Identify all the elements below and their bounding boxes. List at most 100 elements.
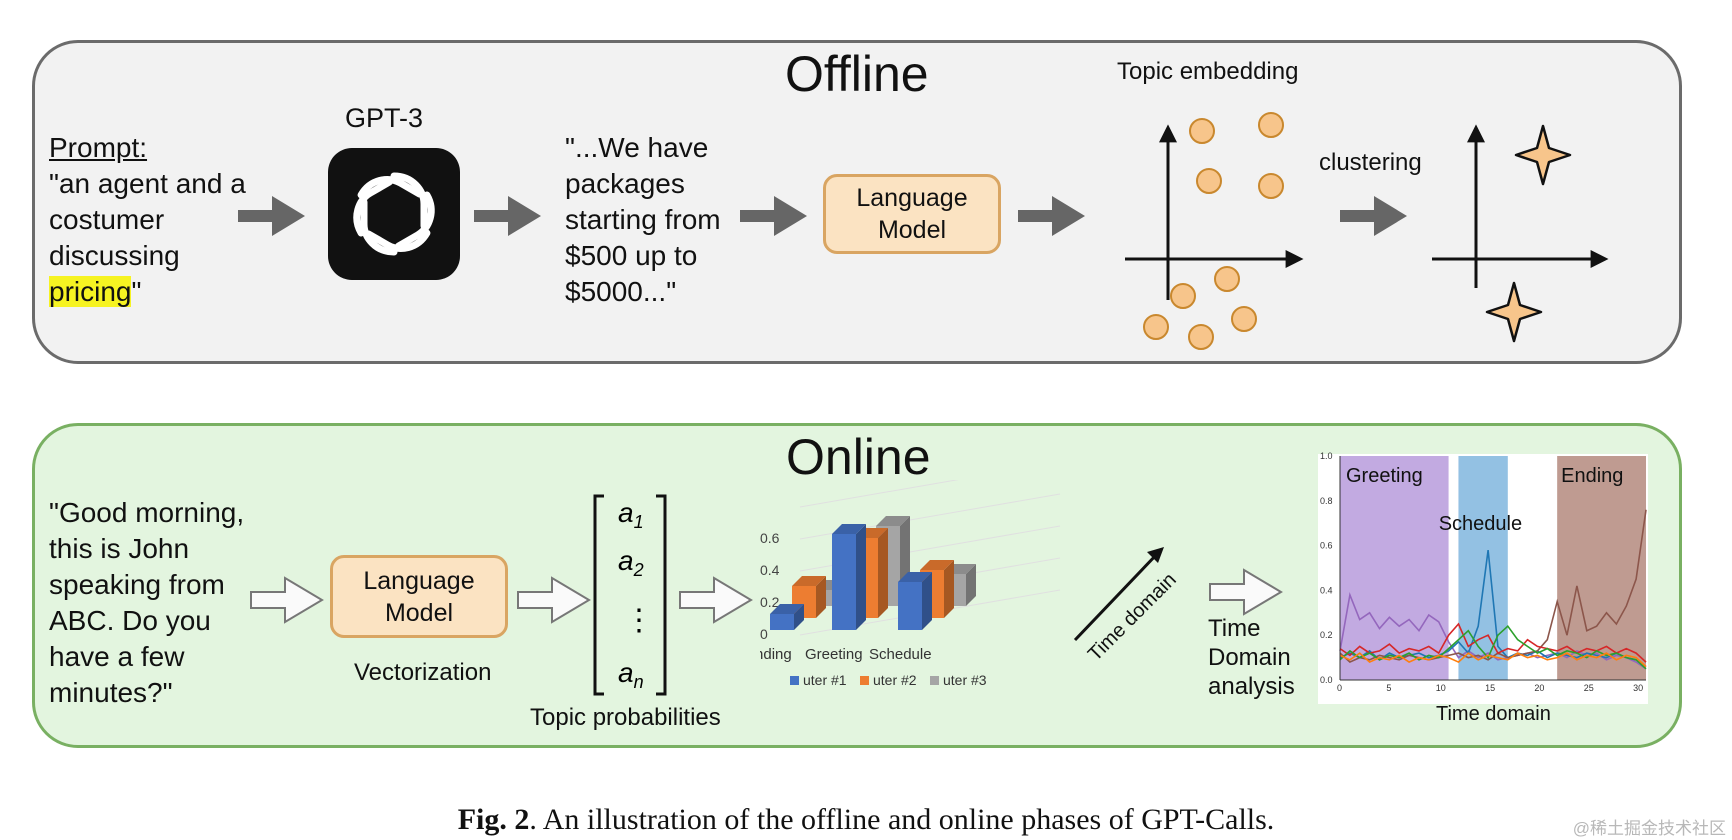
offline-graphics [238,112,1609,350]
online-title: Online [786,429,931,485]
line-x-tick-label: 5 [1386,683,1391,693]
caption-fig-label: Fig. 2 [457,803,530,836]
bar-side [878,528,888,618]
bar-side [856,524,866,630]
line-band-ending [1557,456,1646,680]
line-y-tick-label: 0.6 [1320,541,1333,551]
line-y-tick-label: 1.0 [1320,451,1333,461]
offline-title: Offline [785,46,929,102]
bar-top [898,572,932,582]
bar-category-label: Schedule [869,646,932,663]
bar-top [792,576,826,586]
embedding-point [1188,324,1214,350]
bar-category-label: Greeting [805,646,863,663]
line-series [1339,549,1647,668]
vector-entry-a1: a1 [618,497,644,532]
arrow-lm-to-vector [517,576,591,624]
line-x-tick-label: 0 [1337,683,1342,693]
arrow-quote-to-lm [250,576,324,624]
embedding-point [1170,283,1196,309]
line-series [1339,652,1647,668]
bar-legend-swatch [860,676,869,685]
vector-entry-dots: ⋮ [624,604,654,637]
topic-embedding-label: Topic embedding [1117,58,1299,85]
offline-language-model-box: Language Model [823,174,1001,254]
caption-text: . An illustration of the offline and onl… [529,803,1275,836]
time-domain-analysis-label: Time Domain analysis [1208,615,1295,700]
band-label-ending: Ending [1561,465,1623,487]
bar-legend-label: uter #1 [803,672,847,688]
time-domain-arrow-head [1147,547,1164,563]
embedding-point [1196,168,1222,194]
prompt-text: "an agent and a costumer discussing [49,168,246,271]
bar-y-tick-label: 0.4 [760,562,780,578]
bar [898,582,922,630]
topic-probability-vector: a1 a2 ⋮ an [593,494,667,696]
line-band-schedule [1458,456,1508,680]
line-x-tick-label: 30 [1633,683,1643,693]
prompt-end: " [131,276,142,307]
bar-chart-3d: 0 0.2 0.4 0.6 Ending Greeting Schedule uter #… [760,480,1181,688]
bar-legend-label: uter #2 [873,672,917,688]
bar-y-tick-label: 0.2 [760,594,780,610]
watermark: @稀土掘金技术社区 [1572,819,1726,838]
bar-top [832,524,866,534]
line-series [1339,625,1647,670]
line-chart-xlabel: Time domain [1436,703,1551,725]
bar-gridline [799,480,959,508]
bar-side [922,572,932,630]
bar-top [770,604,804,614]
line-x-tick-label: 10 [1436,683,1446,693]
bar-legend-swatch [790,676,799,685]
embedding-point [1258,173,1284,199]
prompt-highlight: pricing [49,276,132,307]
figure-caption: Fig. 2. An illustration of the offline a… [0,803,1732,837]
gpt-output-text: "...We have packages starting from $500 … [565,132,721,307]
cluster-centroid-star [1485,281,1543,343]
gpt-label: GPT-3 [345,103,424,133]
prompt-block: Prompt: "an agent and a costumer discuss… [49,130,249,310]
line-y-tick-label: 0.2 [1320,630,1333,640]
line-y-tick-label: 0.4 [1320,585,1333,595]
bar-y-tick-label: 0.6 [760,530,780,546]
bar [832,534,856,630]
bar-category-label: Ending [760,646,792,663]
online-arrows [250,568,1283,624]
online-language-model-box: Language Model [330,555,508,638]
line-series [1339,622,1647,663]
line-y-tick-label: 0.0 [1320,675,1333,685]
arrow-bars-to-analysis [1209,568,1283,616]
band-label-schedule: Schedule [1439,513,1522,535]
bar-y-tick-label: 0 [760,626,768,642]
band-label-greeting: Greeting [1346,465,1423,487]
topic-probabilities-label: Topic probabilities [530,704,721,731]
arrow-gpt-to-output [474,196,541,236]
arrow-embedding-to-clustering [1340,196,1407,236]
time-domain-arrow [1073,551,1160,642]
line-band-greeting [1340,456,1449,680]
arrow-prompt-to-gpt [238,196,305,236]
cluster-centroid-star [1514,124,1572,186]
arrow-lm-to-embedding [1018,196,1085,236]
embedding-point [1143,314,1169,340]
arrow-vector-to-bars [679,576,753,624]
bar-legend-label: uter #3 [943,672,987,688]
online-input-quote: "Good morning, this is John speaking fro… [49,497,245,708]
arrow-output-to-lm [740,196,807,236]
line-x-tick-label: 20 [1534,683,1544,693]
bar-legend-swatch [930,676,939,685]
embedding-point [1189,118,1215,144]
line-y-tick-label: 0.8 [1320,496,1333,506]
bar-side [966,564,976,606]
bar-side [816,576,826,618]
line-x-tick-label: 15 [1485,683,1495,693]
openai-logo-icon [328,148,460,280]
clustering-label: clustering [1319,149,1422,176]
bar-side [794,604,804,630]
vector-entry-a2: a2 [618,545,644,580]
bar-top [876,516,910,526]
vector-right-bracket [656,494,667,696]
prompt-label: Prompt: [49,132,148,163]
embedding-point [1231,306,1257,332]
